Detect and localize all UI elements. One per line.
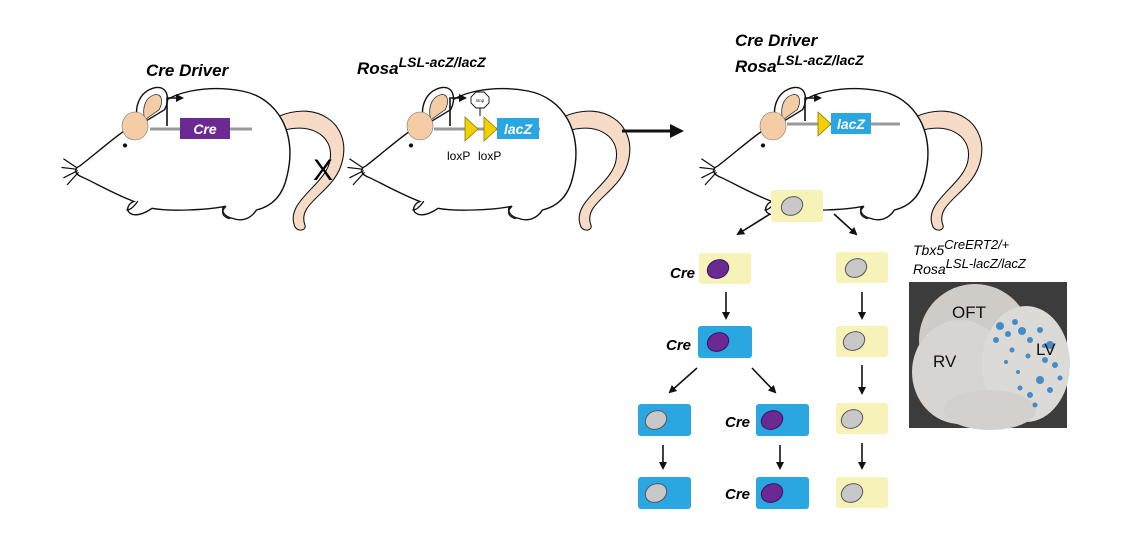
label-lv: LV — [1036, 340, 1056, 359]
cell-row4-blue-cre — [756, 477, 809, 509]
offspring-lacz-label: lacZ — [837, 116, 865, 132]
mouse-cre-driver — [61, 86, 345, 231]
cre-driver-parent: Cre Driver Cre — [61, 61, 345, 231]
mouse-head-patch-3 — [759, 111, 787, 141]
offspring-rosa-label: RosaLSL-acZ/lacZ — [735, 52, 864, 76]
genotype-line-1: Tbx5CreERT2/+ — [913, 237, 1010, 258]
label-rv: RV — [933, 352, 957, 371]
cell-row2-plain — [836, 326, 888, 357]
tree-arrow-left — [736, 213, 771, 236]
cre-label-row1: Cre — [670, 265, 695, 282]
cell-row4-blue-left — [638, 477, 691, 509]
offspring: Cre Driver RosaLSL-acZ/lacZ lacZ — [699, 31, 983, 231]
genotype-line-2: RosaLSL-lacZ/lacZ — [913, 256, 1027, 277]
cell-row1-plain — [836, 252, 888, 283]
lacz-gene-label: lacZ — [504, 121, 532, 137]
cre-driver-label: Cre Driver — [146, 61, 230, 80]
xgal-staining — [993, 319, 1063, 408]
cre-label-row4: Cre — [725, 486, 750, 503]
rosa-label: RosaLSL-acZ/lacZ — [357, 54, 486, 78]
stop-label: stop — [476, 98, 485, 103]
offspring-promoter-arrow — [804, 94, 822, 121]
loxp-triangle-2 — [483, 116, 498, 142]
lacz-gene-box — [497, 118, 539, 139]
cross-result-arrowhead — [670, 124, 684, 138]
loxp-label-1: loxP — [447, 149, 470, 163]
label-oft: OFT — [952, 303, 986, 322]
mouse-offspring — [699, 86, 983, 231]
offspring-cre-driver-label: Cre Driver — [735, 31, 819, 50]
loxp-label-2: loxP — [478, 149, 501, 163]
heart-inset: Tbx5CreERT2/+ RosaLSL-lacZ/lacZ OFT RV L… — [909, 237, 1070, 430]
stop-sign-icon — [470, 91, 490, 109]
cre-gene-label: Cre — [193, 121, 217, 137]
rosa-reporter-parent: RosaLSL-acZ/lacZ stop lacZ loxP loxP — [347, 54, 631, 231]
mouse-head-patch-2 — [406, 111, 434, 141]
cross-symbol: X — [313, 154, 333, 187]
cell-root — [771, 190, 823, 222]
cell-row3-plain — [836, 403, 888, 434]
loxp-triangle-1 — [464, 116, 479, 142]
offspring-lacz-box — [831, 113, 871, 134]
cell-row3-blue-cre — [756, 404, 809, 436]
tree-arrow-right — [833, 213, 858, 236]
promoter-arrow — [166, 94, 184, 126]
cell-row4-plain — [836, 477, 888, 508]
lineage-tree: Cre Cre Cre — [638, 190, 888, 509]
remaining-loxp-triangle — [817, 111, 832, 137]
rosa-promoter-arrow — [449, 94, 467, 126]
cell-row2-blue — [698, 326, 752, 358]
cre-label-row3: Cre — [725, 414, 750, 431]
cell-row3-blue-left — [638, 404, 691, 436]
mouse-head-patch — [121, 111, 149, 141]
cre-label-row2: Cre — [666, 337, 691, 354]
cell-row1-cre — [699, 253, 751, 284]
heart-apex — [944, 390, 1036, 430]
arrow-row2-split-left — [668, 367, 698, 394]
cre-gene-box — [180, 118, 230, 139]
arrow-row2-split-right — [751, 367, 777, 394]
